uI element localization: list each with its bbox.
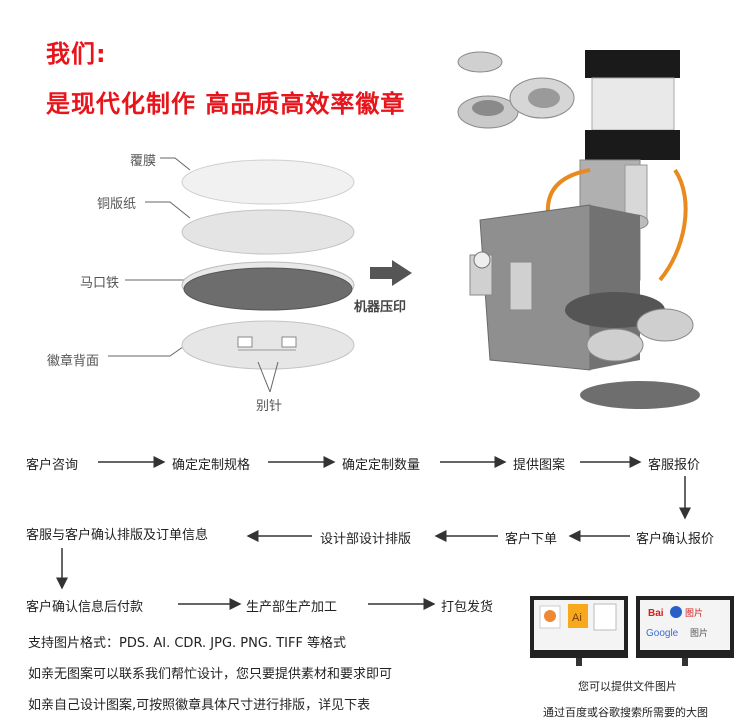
step-design: 设计部设计排版 bbox=[320, 532, 412, 547]
cylinder-top-cap bbox=[585, 50, 680, 78]
layer-film bbox=[181, 159, 355, 205]
cylinder-bottom-cap bbox=[585, 130, 680, 160]
air-hose-right bbox=[658, 168, 688, 282]
machine-base bbox=[580, 381, 700, 409]
headline-slogan: 是现代化制作 高品质高效率徽章 bbox=[46, 90, 406, 118]
step-provide-pattern: 提供图案 bbox=[513, 458, 566, 473]
step-order: 客户下单 bbox=[505, 532, 558, 547]
label-back: 徽章背面 bbox=[47, 354, 100, 369]
press-label: 机器压印 bbox=[354, 300, 407, 315]
pin-clip-left bbox=[237, 336, 253, 348]
press-arrow-icon bbox=[370, 260, 412, 286]
label-film: 覆膜 bbox=[130, 154, 157, 169]
leader-line-paper bbox=[145, 201, 191, 219]
label-pin: 别针 bbox=[256, 399, 283, 414]
layer-paper bbox=[181, 209, 355, 255]
machine-body bbox=[479, 204, 591, 371]
info-no-pattern: 如亲无图案可以联系我们帮忙设计，您只要提供素材和要求即可 bbox=[28, 667, 393, 682]
mold-left bbox=[586, 328, 644, 362]
svg-text:图片: 图片 bbox=[685, 607, 703, 619]
leader-line-film bbox=[160, 157, 191, 171]
monitors-illustration: Ai Bai 图片 Google 图片 bbox=[530, 596, 734, 666]
badge-layers-diagram bbox=[108, 157, 355, 393]
pin-pointer-1 bbox=[257, 361, 271, 393]
svg-text:图片: 图片 bbox=[690, 627, 708, 639]
air-filter-2 bbox=[509, 261, 533, 311]
step-spec: 确定定制规格 bbox=[172, 458, 251, 473]
baidu-logo: Bai bbox=[648, 608, 664, 619]
step-payment: 客户确认信息后付款 bbox=[26, 600, 144, 615]
step-confirm-layout: 客服与客户确认排版及订单信息 bbox=[26, 528, 209, 543]
flow-arrows bbox=[56, 456, 691, 610]
info-own-design: 如亲自己设计图案,可按照徽章具体尺寸进行排版，详见下表 bbox=[28, 698, 371, 713]
mold-part-3 bbox=[457, 51, 503, 73]
layer-tinplate bbox=[183, 267, 353, 311]
step-shipping: 打包发货 bbox=[441, 600, 494, 615]
leader-line-back bbox=[108, 341, 191, 357]
pin-pointer-2 bbox=[269, 361, 279, 393]
mold-right bbox=[636, 308, 694, 342]
badge-press-machine bbox=[457, 50, 700, 409]
piston-rod bbox=[624, 164, 648, 221]
monitor-caption-1: 您可以提供文件图片 bbox=[578, 680, 677, 693]
step-production: 生产部生产加工 bbox=[246, 600, 338, 615]
layer-back bbox=[181, 320, 355, 370]
pressure-gauge bbox=[473, 251, 491, 269]
info-formats: 支持图片格式：PDS. AI. CDR. JPG. PNG. TIFF 等格式 bbox=[28, 636, 347, 651]
label-tinplate: 马口铁 bbox=[80, 276, 120, 291]
step-confirm-quote: 客户确认报价 bbox=[636, 532, 715, 547]
psd-file-icon bbox=[593, 603, 617, 631]
step-quote: 客服报价 bbox=[648, 458, 701, 473]
pin-clip-right bbox=[281, 336, 297, 348]
step-quantity: 确定定制数量 bbox=[342, 458, 421, 473]
label-paper: 铜版纸 bbox=[97, 197, 137, 212]
svg-text:Ai: Ai bbox=[572, 612, 582, 624]
monitor-caption-2: 通过百度或谷歌搜索所需要的大图 bbox=[543, 706, 708, 719]
illustrator-icon bbox=[568, 604, 588, 628]
headline-we: 我们: bbox=[46, 40, 107, 68]
google-logo: Google bbox=[646, 628, 679, 639]
cylinder-body bbox=[591, 77, 675, 131]
step-consult: 客户咨询 bbox=[26, 458, 79, 473]
